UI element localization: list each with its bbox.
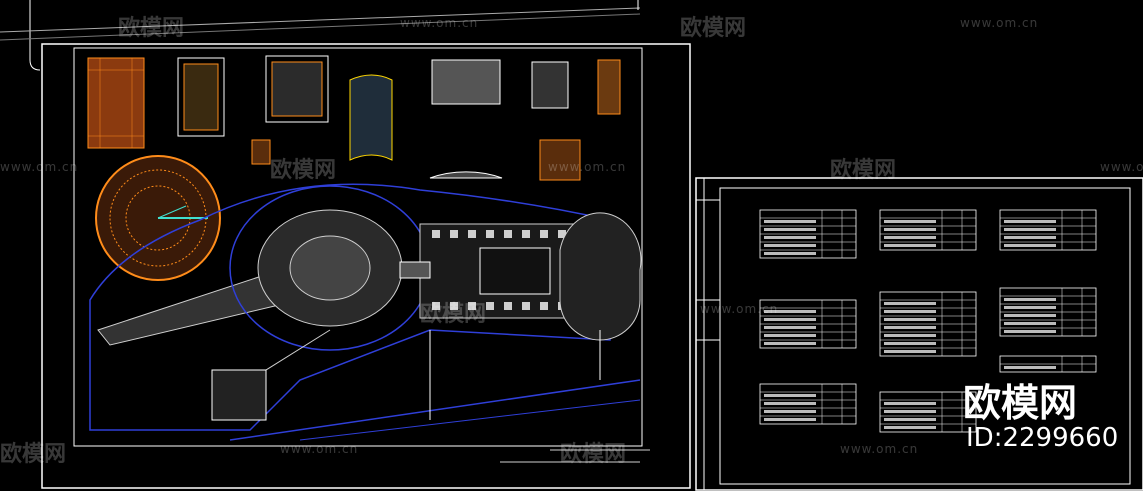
- table-cell-text: [1004, 236, 1056, 239]
- table-cell-text: [884, 244, 936, 247]
- quantity-table: [759, 383, 857, 425]
- table-cell-text: [884, 236, 936, 239]
- table-cell-text: [884, 326, 936, 329]
- table-cell-text: [764, 244, 816, 247]
- table-cell-text: [1004, 228, 1056, 231]
- quantity-table: [879, 391, 977, 433]
- quantity-tables: [759, 209, 1097, 433]
- table-cell-text: [764, 410, 816, 413]
- table-cell-text: [764, 318, 816, 321]
- brand-badge: 欧模网: [963, 381, 1078, 425]
- detail-drawings: [87, 55, 621, 181]
- circular-plaza-detail: [95, 155, 221, 281]
- table-cell-text: [764, 310, 816, 313]
- quantity-table: [999, 209, 1097, 251]
- table-cell-text: [1004, 322, 1056, 325]
- quantity-table: [879, 209, 977, 251]
- table-cell-text: [884, 228, 936, 231]
- site-plan-sheet: [0, 0, 691, 489]
- table-cell-text: [764, 418, 816, 421]
- table-cell-text: [764, 220, 816, 223]
- table-cell-text: [884, 426, 936, 429]
- site-plan: [89, 183, 650, 463]
- table-cell-text: [884, 402, 936, 405]
- table-cell-text: [884, 350, 936, 353]
- table-cell-text: [764, 236, 816, 239]
- table-cell-text: [884, 410, 936, 413]
- table-cell-text: [1004, 366, 1056, 369]
- table-cell-text: [1004, 314, 1056, 317]
- table-cell-text: [1004, 330, 1056, 333]
- table-cell-text: [1004, 244, 1056, 247]
- table-cell-text: [884, 310, 936, 313]
- table-cell-text: [764, 334, 816, 337]
- table-cell-text: [884, 302, 936, 305]
- table-cell-text: [884, 318, 936, 321]
- table-cell-text: [884, 342, 936, 345]
- table-cell-text: [764, 326, 816, 329]
- quantity-sheet: [695, 177, 1143, 491]
- table-cell-text: [1004, 306, 1056, 309]
- table-cell-text: [764, 402, 816, 405]
- table-cell-text: [764, 228, 816, 231]
- table-cell-text: [884, 220, 936, 223]
- document-id: ID:2299660: [966, 423, 1119, 453]
- table-cell-text: [1004, 220, 1056, 223]
- table-cell-text: [764, 252, 816, 255]
- table-cell-text: [1004, 298, 1056, 301]
- table-cell-text: [764, 342, 816, 345]
- table-cell-text: [764, 394, 816, 397]
- table-cell-text: [884, 334, 936, 337]
- table-cell-text: [884, 418, 936, 421]
